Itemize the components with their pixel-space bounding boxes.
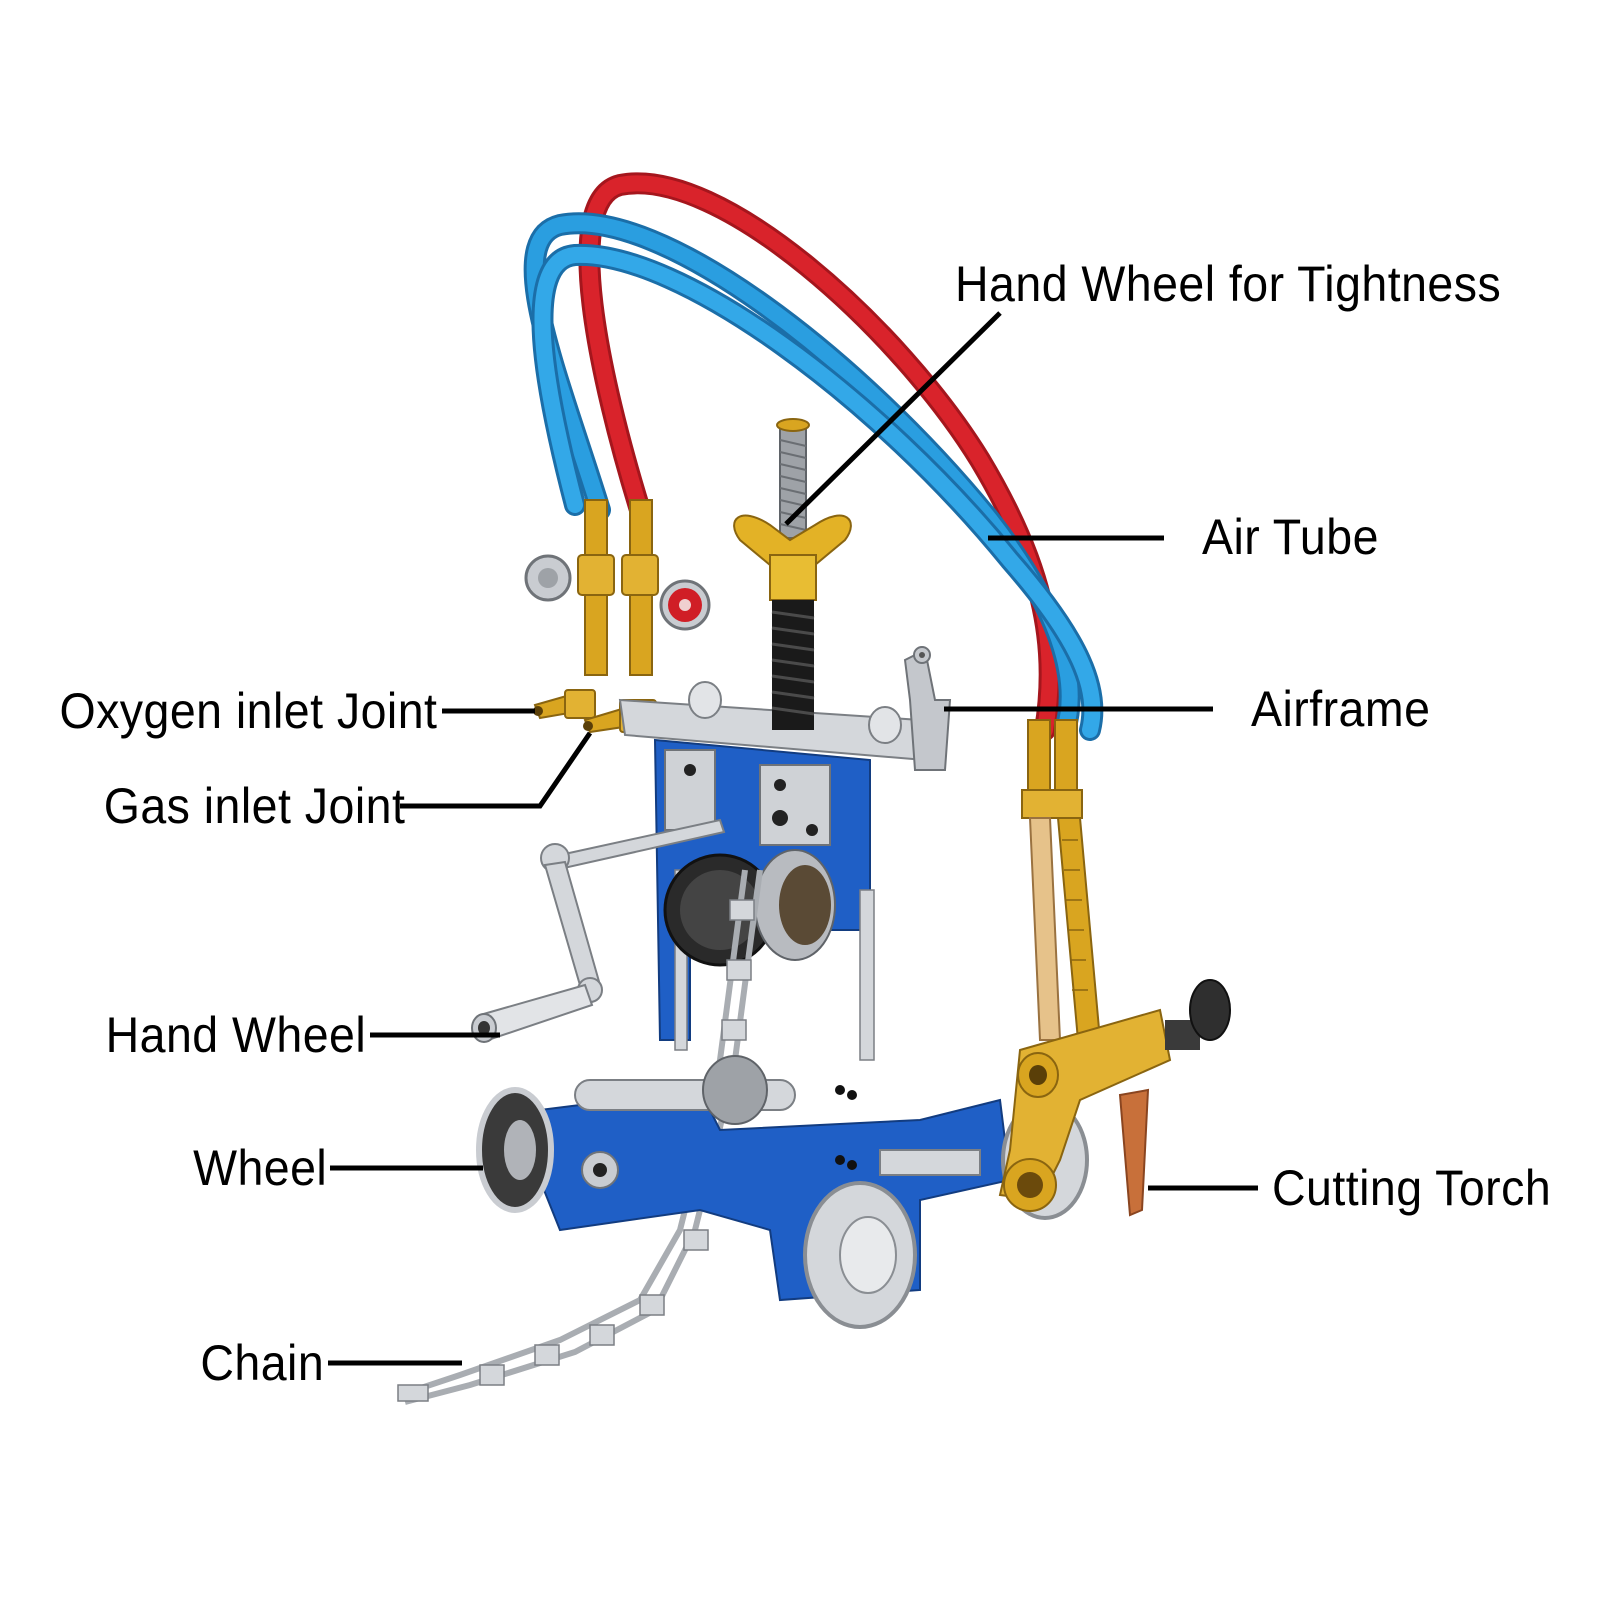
blue-upright-frame (653, 738, 875, 1061)
valve-assembly (524, 499, 711, 734)
label-hand-wheel: Hand Wheel (105, 1007, 366, 1063)
label-airframe: Airframe (1251, 681, 1431, 737)
label-cutting-torch: Cutting Torch (1272, 1160, 1552, 1216)
leader-gas-inlet-joint (400, 731, 593, 809)
chain-links (397, 899, 755, 1402)
label-oxygen-inlet-joint: Oxygen inlet Joint (59, 683, 437, 739)
blue-base (539, 1055, 1012, 1302)
label-gas-inlet-joint: Gas inlet Joint (103, 778, 405, 834)
tightness-screw (733, 418, 852, 730)
label-chain: Chain (200, 1335, 324, 1391)
hoses (523, 172, 1104, 741)
leader-lines (328, 311, 1258, 1366)
label-air-tube: Air Tube (1202, 509, 1379, 565)
label-wheel: Wheel (192, 1140, 327, 1196)
cutting-torch (998, 719, 1231, 1217)
leader-hand-wheel-tightness (784, 311, 1002, 526)
label-hand-wheel-for-tightness: Hand Wheel for Tightness (955, 256, 1502, 312)
